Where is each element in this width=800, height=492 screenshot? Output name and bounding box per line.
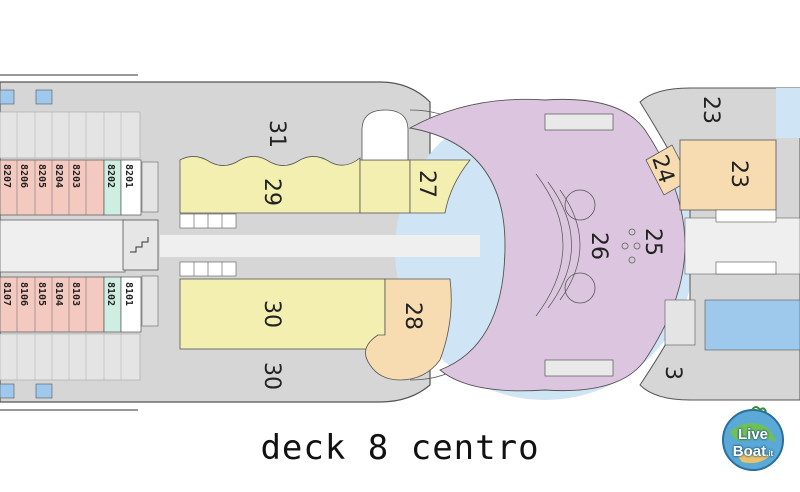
window-3: [0, 383, 15, 399]
room-29: [179, 156, 361, 214]
room-23: [679, 139, 777, 211]
label-room-30-b: 30: [259, 362, 284, 390]
cabin-label: 8203: [70, 164, 81, 188]
balcony-top: [0, 111, 141, 159]
restroom-block: [664, 299, 696, 346]
label-room-30-a: 30: [259, 300, 284, 328]
window-2: [35, 89, 53, 105]
elevator-block-top: [141, 161, 159, 213]
stair-icon: [130, 237, 149, 253]
label-room-27: 27: [414, 170, 439, 198]
deck-caption: deck 8 centro: [260, 428, 540, 468]
logo-line1: Live: [737, 426, 768, 443]
cabin-label: 8205: [36, 164, 47, 188]
blue-area: [704, 299, 800, 351]
fountain-top: [564, 189, 596, 221]
room-29-annex: [359, 159, 411, 214]
cabin-8101-bg: [120, 276, 142, 333]
cabin-label: 8102: [105, 282, 116, 306]
livebroat-logo: [722, 406, 784, 471]
cabin-label: 8104: [53, 282, 64, 306]
elevators-right-top: [715, 209, 777, 223]
cabin-label: 8206: [18, 164, 29, 188]
room-28: [365, 278, 452, 381]
logo-suffix: .it: [766, 449, 774, 458]
room-23-top-strip: [776, 88, 800, 138]
label-room-28: 28: [400, 302, 425, 330]
label-room-3: 3: [660, 366, 685, 380]
corridor-left: [0, 219, 126, 273]
cabin-label: 8105: [36, 282, 47, 306]
cabin-label: 8201: [123, 164, 134, 188]
label-room-23-a: 23: [698, 96, 723, 124]
cabin-label: 8103: [70, 282, 81, 306]
elevator-block-bottom: [141, 275, 159, 327]
notch: [361, 109, 409, 161]
cabin-label: 8207: [1, 164, 12, 188]
label-room-23-b: 23: [726, 160, 751, 188]
fountain-bottom: [564, 272, 596, 304]
room-26-atrium: [408, 98, 686, 392]
label-room-29: 29: [259, 178, 284, 206]
logo-line2: Boat: [732, 443, 767, 460]
cabin-label: 8101: [123, 282, 134, 306]
cabin-label: 8202: [105, 164, 116, 188]
cabin-label: 8204: [53, 164, 64, 188]
elevators-right-bottom: [715, 261, 777, 275]
cabin-8201-bg: [120, 159, 142, 216]
window-4: [35, 383, 53, 399]
cabin-label: 8106: [18, 282, 29, 306]
label-room-26: 26: [586, 232, 611, 260]
cabin-label: 8107: [1, 282, 12, 306]
window-1: [0, 89, 15, 105]
stair-block: [122, 219, 159, 271]
stair-bottom: [544, 359, 614, 377]
label-room-31: 31: [264, 120, 289, 148]
room-27: [409, 159, 471, 214]
corridor-middle: [160, 235, 480, 257]
balcony-bottom: [0, 333, 141, 381]
stair-top: [544, 113, 614, 131]
label-room-25: 25: [640, 228, 665, 256]
room-30: [179, 278, 386, 350]
